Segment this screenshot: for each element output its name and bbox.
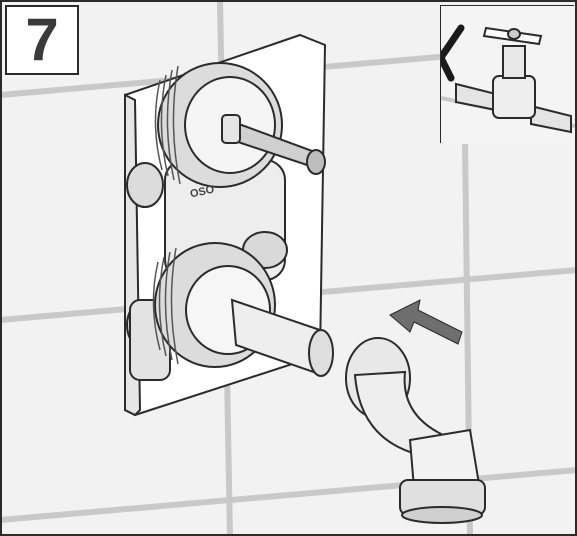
outlet-pipe xyxy=(230,298,334,377)
elbow-fitting xyxy=(345,337,486,524)
inset-drawing xyxy=(441,6,575,144)
upper-threaded-connector xyxy=(154,62,283,188)
valve-spindle xyxy=(221,114,326,175)
push-direction-arrow xyxy=(389,299,463,345)
step-number-box: 7 xyxy=(5,5,79,75)
step-number: 7 xyxy=(25,6,59,73)
stop-valve-icon xyxy=(441,26,575,134)
cross-mark-icon xyxy=(441,24,465,82)
inset-panel xyxy=(440,5,575,144)
